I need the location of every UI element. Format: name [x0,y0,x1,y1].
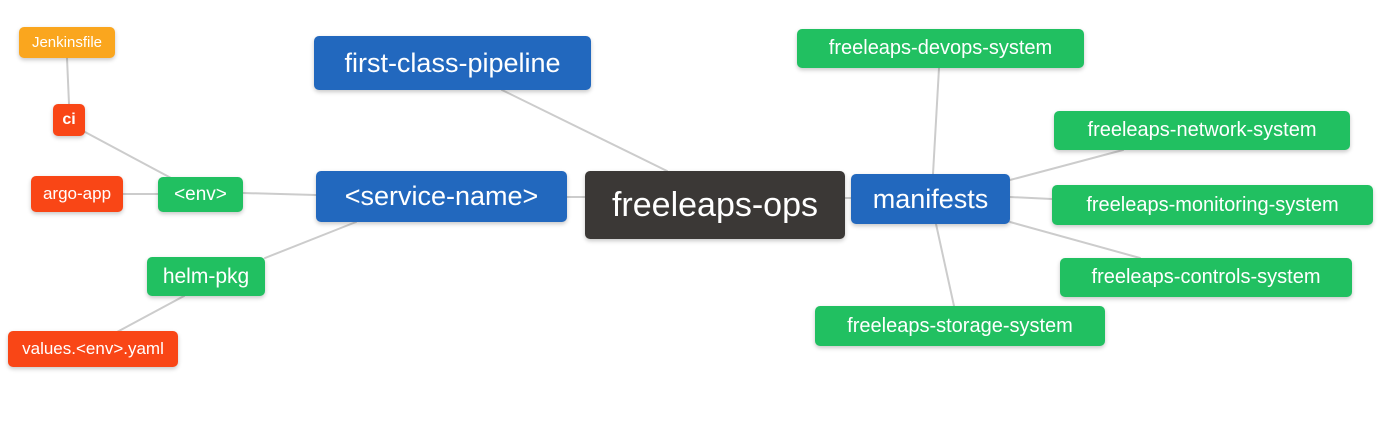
node-freeleaps-monitoring-system[interactable]: freeleaps-monitoring-system [1052,185,1373,225]
edge-env-service-name [242,192,317,196]
node-manifests[interactable]: manifests [851,174,1010,224]
node-freeleaps-ops-root[interactable]: freeleaps-ops [585,171,845,239]
node-service-name[interactable]: <service-name> [316,171,567,222]
edge-helm-pkg-service-name [264,221,357,259]
edge-manifests-controls-system [1009,221,1141,259]
node-env[interactable]: <env> [158,177,243,212]
node-first-class-pipeline[interactable]: first-class-pipeline [314,36,591,90]
node-jenkinsfile[interactable]: Jenkinsfile [19,27,115,58]
node-argo-app[interactable]: argo-app [31,176,123,212]
edge-jenkinsfile-ci [66,57,70,105]
node-values-env-yaml[interactable]: values.<env>.yaml [8,331,178,367]
edge-manifests-monitoring-system [1009,196,1053,200]
node-freeleaps-storage-system[interactable]: freeleaps-storage-system [815,306,1105,346]
edge-pipeline-freeleaps-ops [501,89,668,172]
node-freeleaps-network-system[interactable]: freeleaps-network-system [1054,111,1350,150]
node-ci[interactable]: ci [53,104,85,136]
edge-manifests-network-system [1009,149,1124,181]
edge-manifests-storage-system [935,223,955,307]
edge-ci-env [84,131,172,179]
node-helm-pkg[interactable]: helm-pkg [147,257,265,296]
edge-manifests-devops-system [932,67,940,175]
node-freeleaps-controls-system[interactable]: freeleaps-controls-system [1060,258,1352,297]
edge-values-helm-pkg [116,295,185,333]
node-freeleaps-devops-system[interactable]: freeleaps-devops-system [797,29,1084,68]
